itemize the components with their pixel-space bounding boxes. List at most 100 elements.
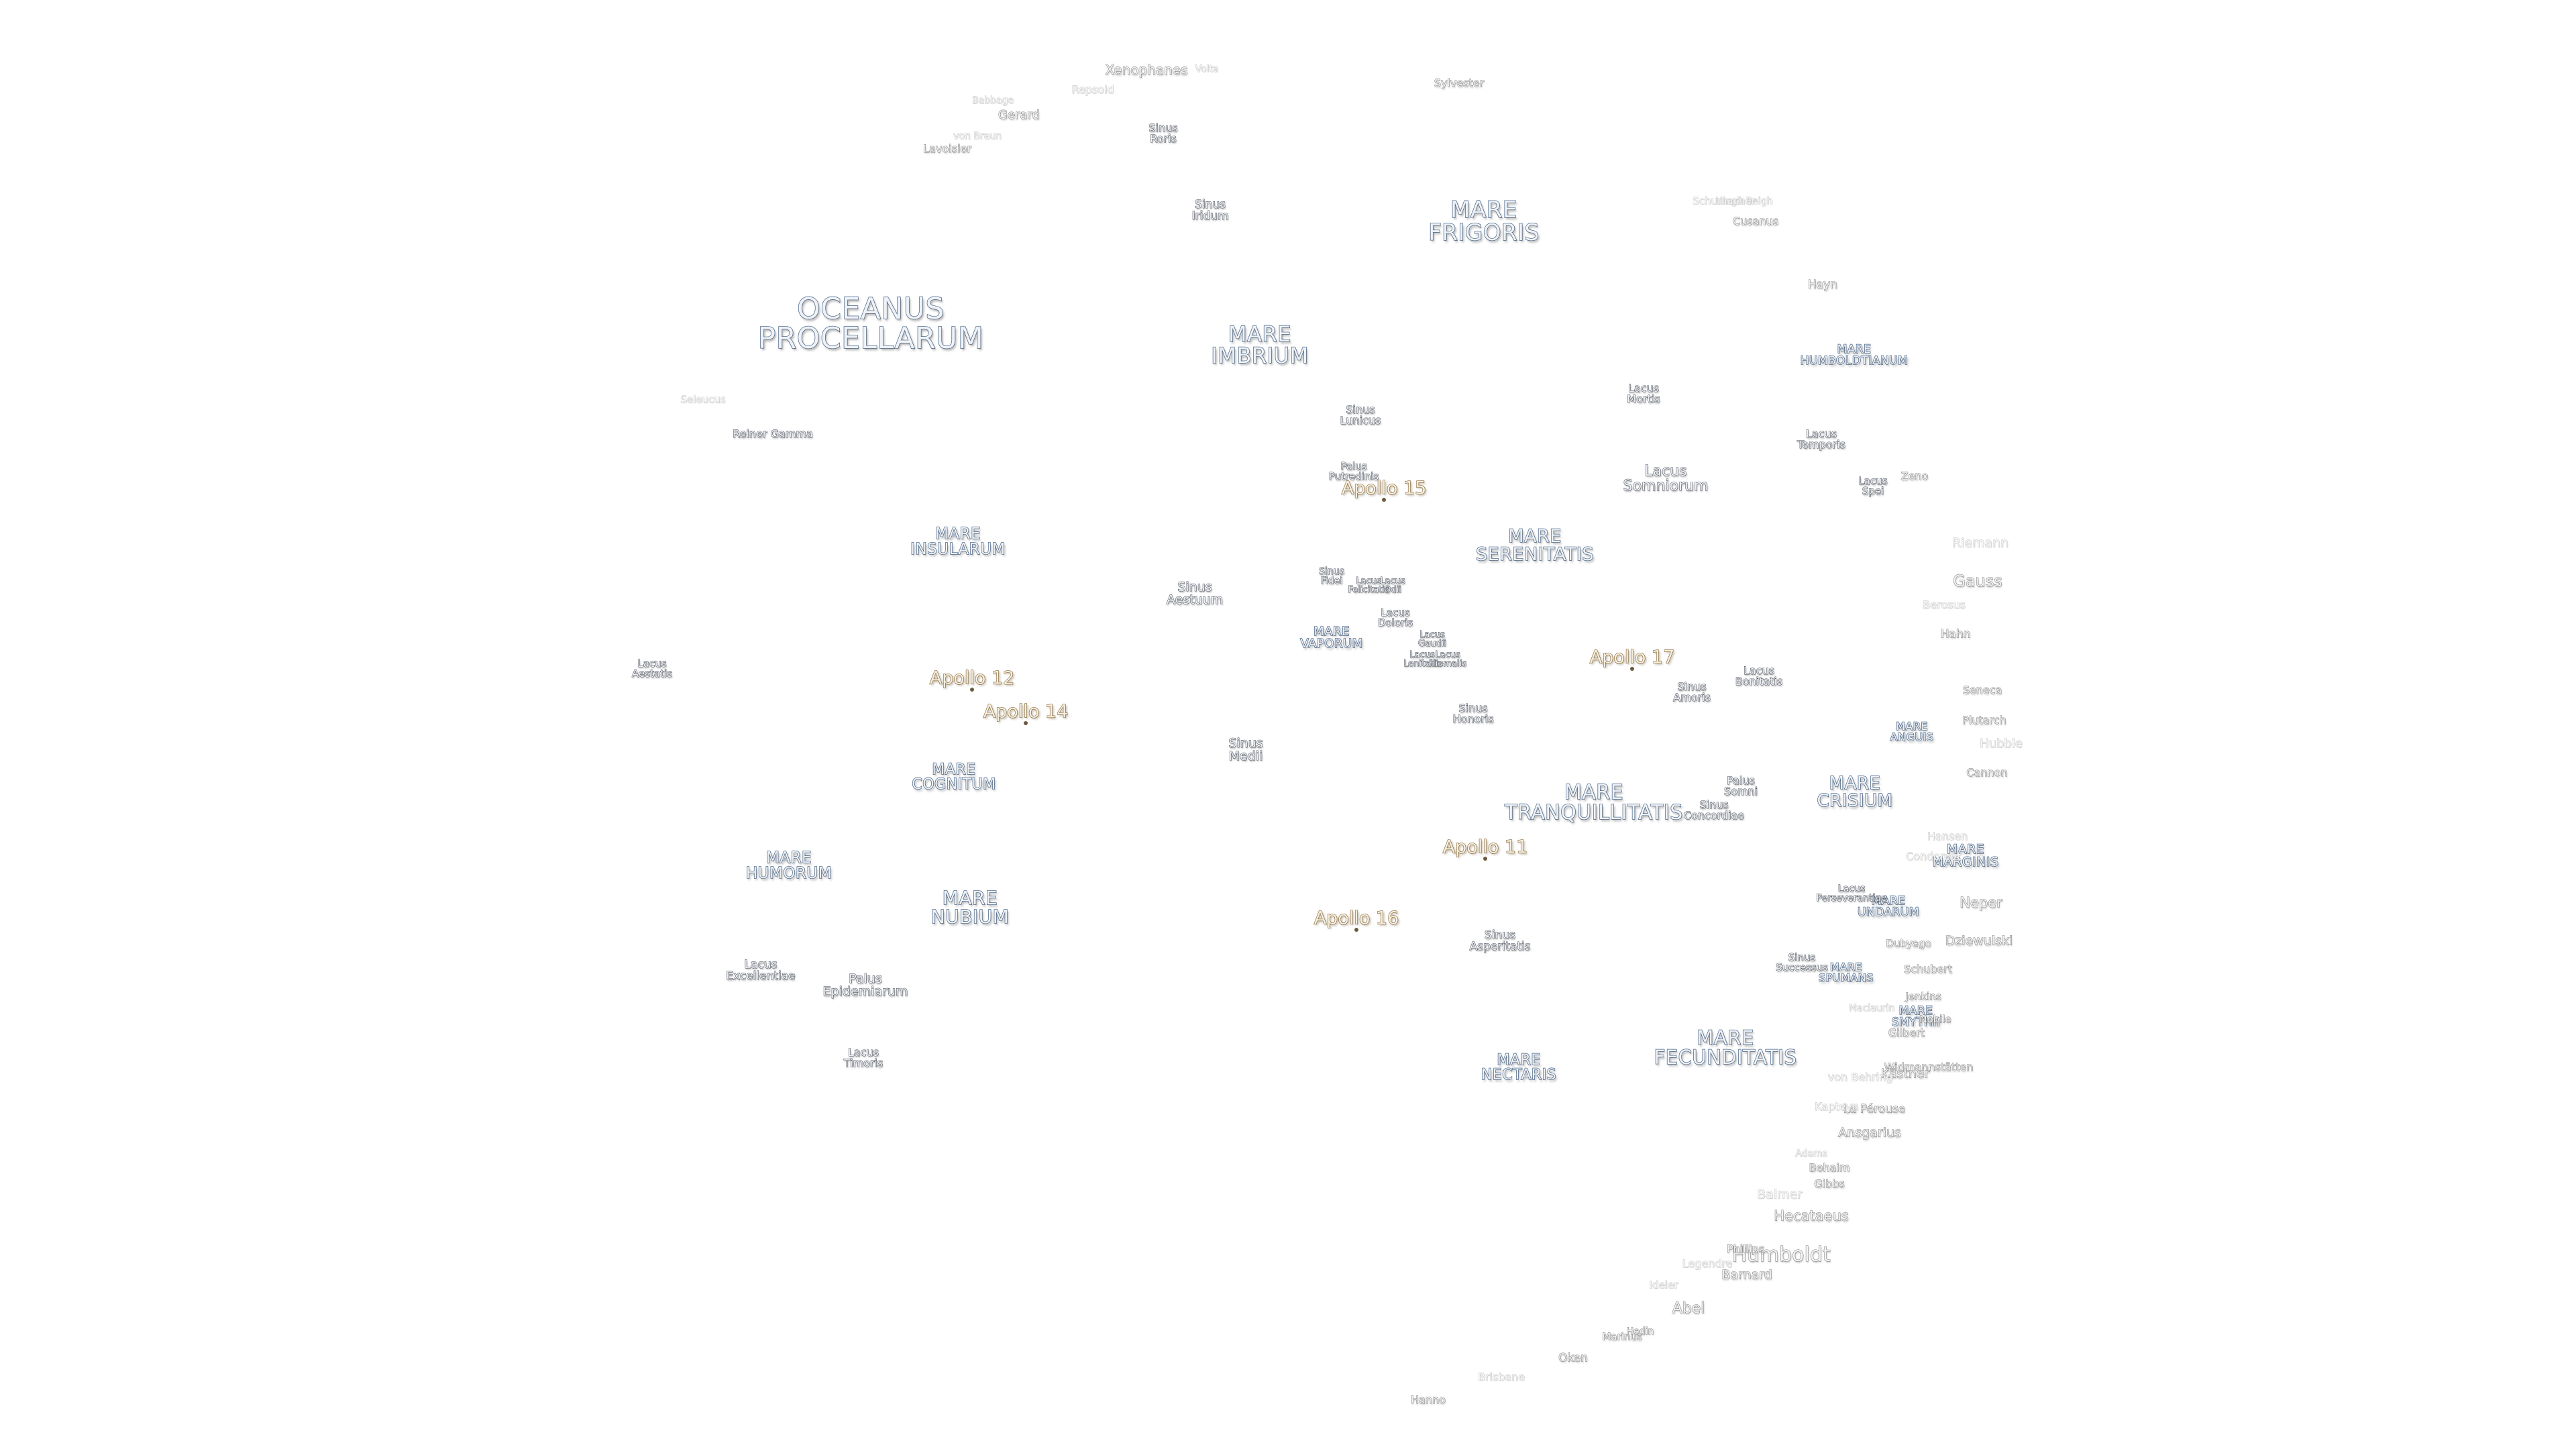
label-crater-ulugh-beigh: Ulugh Beigh [1715,196,1773,207]
label-crater-phillips: Phillips [1726,1242,1765,1255]
label-apollo-15: Apollo 15 [1341,478,1427,499]
label-mare-cognitum: MARE COGNITUM [912,761,996,793]
label-crater-dziewulski: Dziewulski [1945,933,2013,949]
label-crater-schumacher: Schumacher [1693,195,1756,207]
apollo-17-site-marker [1630,667,1634,671]
label-crater-hayn: Hayn [1807,278,1838,292]
label-sinus-lunicus: Sinus Lunicus [1340,403,1381,427]
label-crater-repsold: Repsold [1071,83,1114,96]
label-crater-barnard: Barnard [1721,1267,1772,1283]
label-mare-imbrium: MARE IMBRIUM [1211,321,1309,368]
label-mare-smythii: MARE SMYTHII [1891,1004,1941,1029]
label-palus-epidemiarum: Palus Epidemiarum [822,971,908,999]
label-sinus-amoris: Sinus Amoris [1673,680,1711,704]
label-crater-kapteyn: Kapteyn [1815,1100,1860,1113]
label-lacus-felicitatis: Lacus Felicitatis [1348,576,1389,595]
label-sinus-roris: Sinus Roris [1148,121,1178,145]
label-crater-hedin: Hedin [1626,1326,1654,1337]
label-mare-fecunditatis: MARE FECUNDITATIS [1654,1026,1797,1069]
label-mare-anguis: MARE ANGUIS [1890,720,1934,743]
label-crater-neper: Neper [1960,894,2003,911]
apollo-16-site-marker [1354,928,1358,932]
label-apollo-14: Apollo 14 [983,701,1069,722]
label-crater-cannon: Cannon [1966,766,2008,779]
label-crater-gauss: Gauss [1953,572,2003,590]
label-crater-lavoisier: Lavoisier [923,142,972,155]
label-lacus-odii: Lacus Odii [1380,576,1405,595]
label-crater-hubble: Hubble [1980,737,2023,751]
label-palus-putredinis: Palus Putredinis [1328,460,1379,482]
label-crater-sylvester: Sylvester [1434,76,1485,89]
label-mare-humorum: MARE HUMORUM [745,849,833,882]
label-crater-behaim: Behaim [1809,1161,1850,1174]
apollo-11-site-marker [1483,857,1487,861]
label-lacus-hiemalis: Lacus Hiemalis [1428,650,1467,669]
label-crater-ideler: Ideler [1649,1279,1678,1291]
label-crater-berosus: Berosus [1923,598,1966,611]
label-lacus-aestatis: Lacus Aestatis [631,657,672,680]
label-crater-nobile: Nobile [1919,1013,1951,1026]
label-crater-cusanus: Cusanus [1732,215,1779,227]
label-sinus-fidei: Sinus Fidei [1319,566,1345,586]
label-crater-widmannstatten: Widmannstätten [1884,1061,1974,1073]
label-crater-dubyago: Dubyago [1886,937,1931,950]
label-sinus-asperitatis: Sinus Asperitatis [1469,928,1531,953]
label-sinus-honoris: Sinus Honoris [1452,702,1494,725]
label-crater-abel: Abel [1672,1300,1705,1317]
label-crater-adams: Adams [1795,1148,1828,1159]
label-crater-maclaurin: Maclaurin [1848,1003,1895,1014]
label-crater-kastner: Kästner [1880,1066,1930,1081]
label-lacus-mortis: Lacus Mortis [1627,382,1660,405]
label-crater-humboldt: Humboldt [1731,1243,1831,1267]
label-crater-volta: Volta [1195,64,1219,74]
label-lacus-doloris: Lacus Doloris [1377,606,1413,629]
label-crater-brisbane: Brisbane [1477,1371,1525,1383]
label-lacus-timoris: Lacus Timoris [843,1046,883,1069]
label-crater-jenkins: Jenkins [1905,990,1941,1003]
label-crater-riemann: Riemann [1951,535,2009,551]
label-crater-oken: Oken [1558,1351,1589,1365]
label-mare-spumans: MARE SPUMANS [1818,961,1874,984]
label-crater-gibbs: Gibbs [1814,1177,1845,1190]
label-mare-humboldtianum: MARE HUMBOLDTIANUM [1800,343,1909,368]
label-crater-hanno: Hanno [1411,1393,1446,1406]
label-mare-crisium: MARE CRISIUM [1817,773,1893,811]
label-crater-ansgarius: Ansgarius [1838,1125,1902,1140]
label-crater-seneca: Seneca [1962,684,2002,696]
label-apollo-16: Apollo 16 [1313,908,1399,929]
label-lacus-lenitatis: Lacus Lenitatis [1403,650,1442,669]
label-crater-balmer: Balmer [1757,1187,1803,1202]
label-crater-plutarch: Plutarch [1962,714,2006,727]
label-crater-schubert: Schubert [1903,963,1953,975]
label-lacus-gaudii: Lacus Gaudii [1418,630,1447,649]
apollo-12-site-marker [970,688,974,692]
label-sinus-iridum: Sinus Iridum [1191,198,1229,223]
label-crater-legendre: Legendre [1682,1257,1733,1270]
label-crater-von-braun: von Braun [953,131,1002,142]
apollo-14-site-marker [1024,721,1028,725]
label-crater-hansen: Hansen [1927,830,1968,843]
label-mare-nectaris: MARE NECTARIS [1481,1052,1557,1083]
label-crater-zeno: Zeno [1900,470,1929,482]
label-sinus-successus: Sinus Successus [1776,951,1829,973]
label-mare-vaporum: MARE VAPORUM [1300,625,1363,651]
label-reiner-gamma: Reiner Gamma [733,427,814,440]
label-crater-babbage: Babbage [971,95,1014,106]
label-apollo-12: Apollo 12 [929,667,1015,689]
label-mare-nubium: MARE NUBIUM [930,887,1010,928]
label-mare-marginis: MARE MARGINIS [1932,842,1999,869]
label-crater-hahn: Hahn [1940,627,1971,641]
label-palus-somni: Palus Somni [1723,774,1758,798]
label-apollo-17: Apollo 17 [1589,647,1675,668]
label-oceanus-procellarum: OCEANUS PROCELLARUM [757,292,984,356]
label-crater-gerard: Gerard [998,108,1040,122]
label-lacus-perseverantiae: Lacus Perseverantiae [1816,883,1887,904]
label-lacus-temporis: Lacus Temporis [1797,427,1846,451]
label-mare-serenitatis: MARE SERENITATIS [1475,526,1595,565]
label-mare-tranquillitatis: MARE TRANQUILLITATIS [1504,781,1683,824]
label-sinus-medii: Sinus Medii [1228,736,1263,763]
label-sinus-concordiae: Sinus Concordiae [1683,798,1745,822]
label-crater-la-perouse: La Pérouse [1843,1102,1906,1116]
label-crater-condorcet: Condorcet [1905,850,1962,863]
